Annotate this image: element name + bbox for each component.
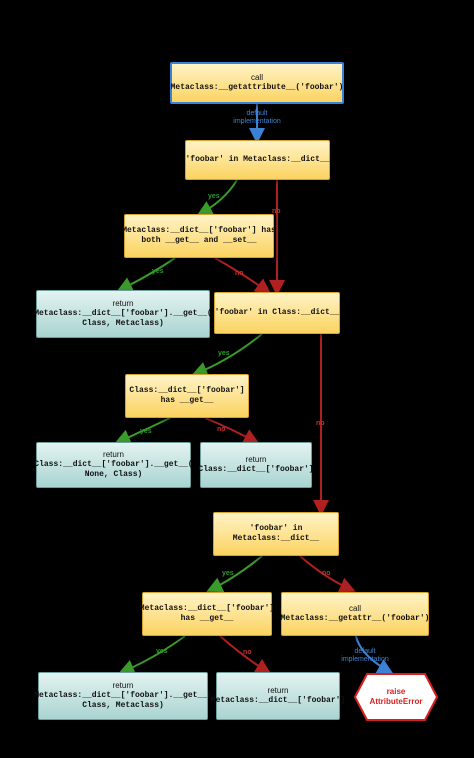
edge-yes-1 — [196, 179, 238, 216]
node-ret-meta-get-1-l2: Metaclass:__dict__['foobar'].__get__( — [34, 309, 212, 318]
edge-label-yes-1: yes — [208, 193, 220, 200]
edge-default-2 — [355, 635, 394, 674]
edge-label-no-4: no — [217, 426, 226, 433]
edge-label-yes-5: yes — [222, 570, 234, 577]
node-meta-has-get-l2: has __get__ — [180, 614, 234, 623]
node-in-meta-dict-2-l1: 'foobar' in — [249, 524, 303, 533]
node-ret-class-get-l2: Class:__dict__['foobar'].__get__( — [34, 460, 193, 469]
node-meta-has-get-l1: Metaclass:__dict__['foobar'] — [139, 604, 275, 613]
node-call-getattr-l1: call — [348, 604, 361, 613]
edge-label-no-2: no — [235, 270, 244, 277]
node-ret-class-get: return Class:__dict__['foobar'].__get__(… — [34, 442, 193, 488]
node-ret-class-get-l1: return — [103, 450, 124, 459]
node-in-meta-dict-2-l2: Metaclass:__dict__ — [232, 534, 320, 543]
node-in-class-dict: 'foobar' in Class:__dict__ — [214, 292, 340, 334]
edge-label-yes-6: yes — [156, 648, 168, 655]
node-in-meta-dict: 'foobar' in Metaclass:__dict__ — [185, 140, 330, 180]
node-ret-meta-get-1-l1: return — [112, 299, 134, 308]
edge-label-no-1: no — [272, 208, 281, 215]
edge-label-no-5: no — [322, 570, 331, 577]
node-in-meta-dict-2: 'foobar' in Metaclass:__dict__ — [213, 512, 339, 556]
node-meta-has-get: Metaclass:__dict__['foobar'] has __get__ — [139, 592, 275, 636]
node-ret-meta-dict: return Metaclass:__dict__['foobar'] — [211, 672, 345, 720]
edge-label-no-6: no — [243, 649, 252, 656]
node-ret-class-dict-l2: Class:__dict__['foobar'] — [198, 465, 314, 474]
edge-yes-6 — [118, 635, 186, 675]
edge-yes-4 — [114, 417, 171, 445]
node-ret-meta-get-2-l3: Class, Metaclass) — [82, 701, 164, 710]
node-class-has-get-l2: has __get__ — [160, 396, 214, 405]
node-raise-l2: AttributeError — [369, 697, 423, 706]
node-start-l2: Metaclass:__getattribute__('foobar') — [170, 83, 344, 92]
node-ret-meta-dict-l2: Metaclass:__dict__['foobar'] — [210, 696, 346, 705]
node-meta-has-get-set-l2: both __get__ and __set__ — [141, 236, 257, 245]
edge-no-4 — [204, 417, 260, 444]
edge-yes-5 — [206, 555, 263, 593]
node-call-getattr: call Metaclass:__getattr__('foobar') — [281, 592, 429, 636]
node-ret-meta-dict-l1: return — [267, 686, 289, 695]
node-raise: raise AttributeError — [353, 672, 439, 722]
edge-yes-3 — [191, 333, 263, 377]
edge-label-default-2: default implementation — [341, 648, 389, 663]
edge-label-default-1: default implementation — [233, 110, 281, 125]
edge-yes-2 — [116, 257, 176, 292]
node-class-has-get: Class:__dict__['foobar'] has __get__ — [125, 374, 249, 418]
node-ret-class-dict: return Class:__dict__['foobar'] — [198, 442, 314, 488]
raise-octagon-shape — [353, 673, 439, 721]
node-ret-class-dict-l1: return — [245, 455, 267, 464]
node-in-meta-dict-l1: 'foobar' in Metaclass:__dict__ — [185, 155, 330, 164]
node-ret-meta-get-2-l2: Metaclass:__dict__['foobar'].__get__( — [34, 691, 212, 700]
edge-label-no-3: no — [316, 420, 325, 427]
edge-no-2 — [214, 257, 272, 295]
node-ret-meta-get-1: return Metaclass:__dict__['foobar'].__ge… — [34, 290, 212, 338]
node-ret-meta-get-2: return Metaclass:__dict__['foobar'].__ge… — [34, 672, 212, 720]
node-start-l1: call — [250, 73, 263, 82]
node-meta-has-get-set-l1: Metaclass:__dict__['foobar'] has — [122, 226, 276, 235]
node-in-class-dict-l1: 'foobar' in Class:__dict__ — [214, 308, 340, 317]
edge-no-5 — [299, 555, 356, 593]
edge-no-6 — [219, 635, 272, 675]
edge-label-yes-3: yes — [218, 350, 230, 357]
node-ret-class-get-l3: None, Class) — [84, 470, 143, 479]
node-call-getattr-l2: Metaclass:__getattr__('foobar') — [280, 614, 430, 623]
node-start: call Metaclass:__getattribute__('foobar'… — [170, 62, 344, 104]
node-meta-has-get-set: Metaclass:__dict__['foobar'] has both __… — [122, 214, 276, 258]
edge-label-yes-4: yes — [140, 428, 152, 435]
node-ret-meta-get-2-l1: return — [112, 681, 134, 690]
edge-label-yes-2: yes — [152, 268, 164, 275]
node-class-has-get-l1: Class:__dict__['foobar'] — [129, 386, 245, 395]
node-ret-meta-get-1-l3: Class, Metaclass) — [82, 319, 164, 328]
node-raise-l1: raise — [386, 687, 406, 696]
